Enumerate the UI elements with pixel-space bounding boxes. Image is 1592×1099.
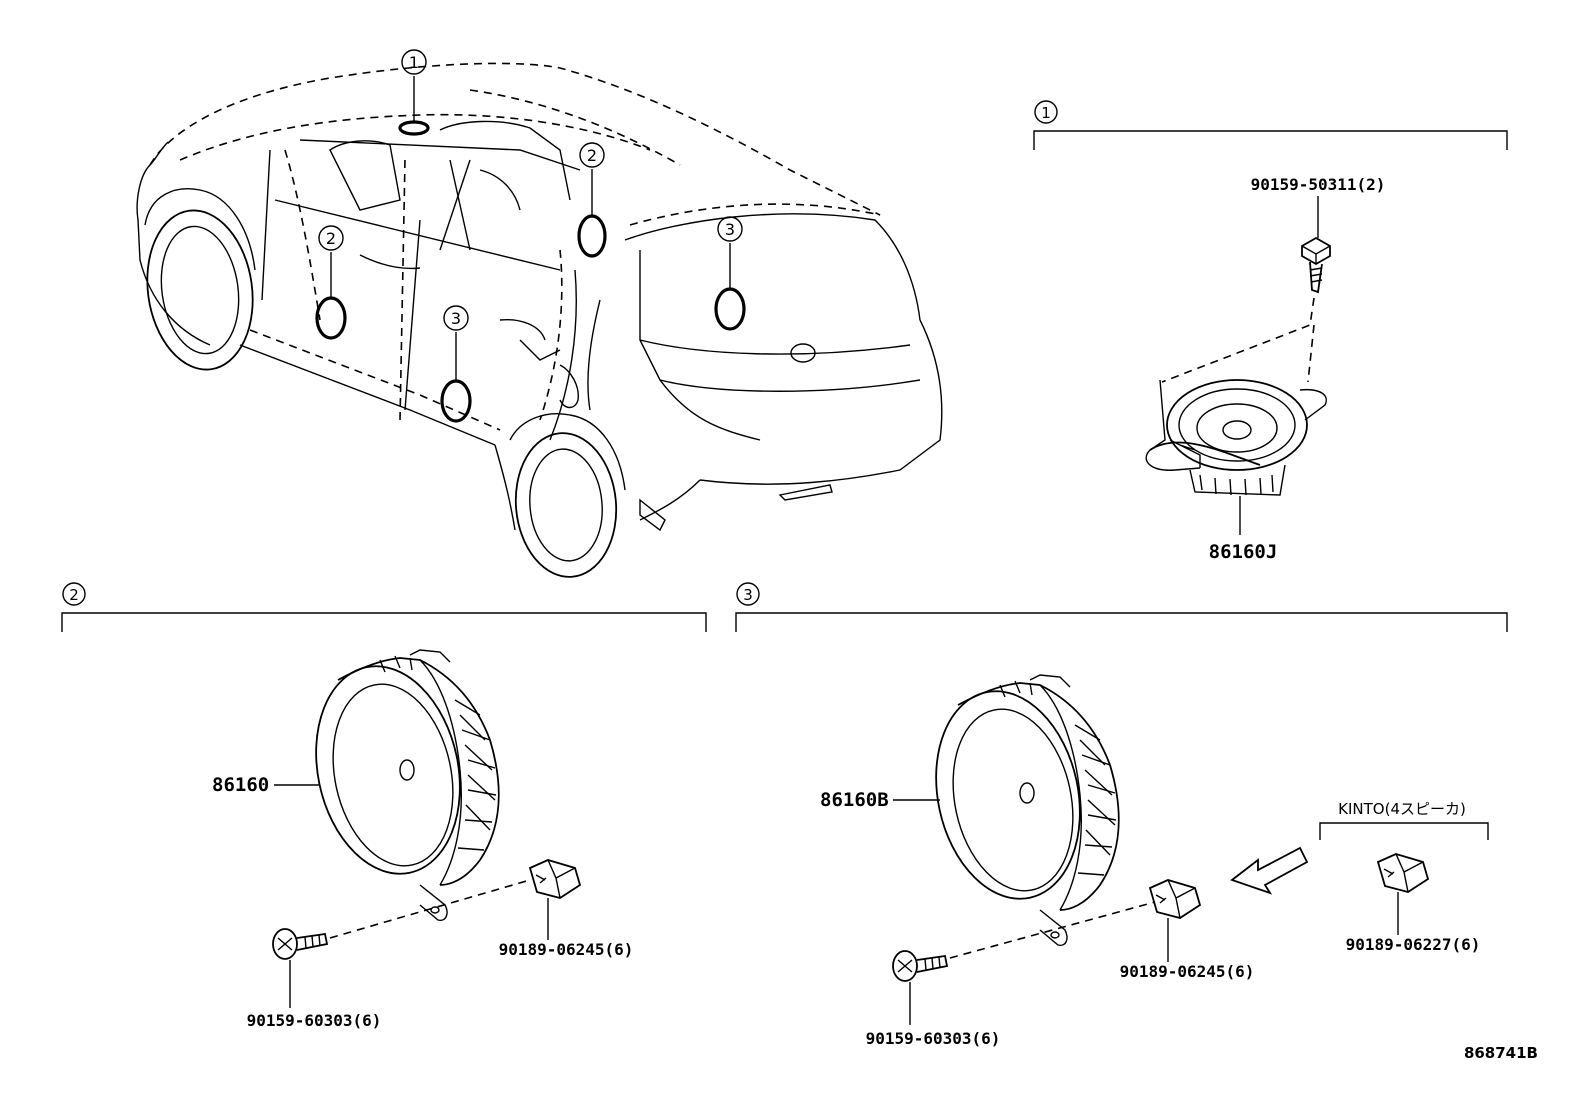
kinto-label: KINTO(4スピーカ): [1338, 800, 1466, 818]
rear-left-speaker-location-ring: [440, 379, 472, 423]
diagram-code: 868741B: [1464, 1044, 1538, 1062]
kinto-bracket: [1319, 822, 1489, 840]
part-label-front-speaker: 86160: [212, 774, 269, 796]
part-label-front-clip: 90189-06245(6): [499, 940, 634, 959]
car-illustration: [136, 62, 943, 578]
part-label-front-screw: 90159-60303(6): [247, 1011, 382, 1030]
callout-marker-1: 1: [409, 53, 419, 72]
front-right-speaker-location-ring: [577, 214, 607, 258]
tweeter-screw-icon: [1301, 236, 1331, 294]
section-1-bracket: [1033, 130, 1508, 150]
tweeter-location-ring: [398, 120, 430, 136]
part-label-rear-clip: 90189-06245(6): [1120, 962, 1255, 981]
rear-screw-icon: [892, 950, 949, 982]
section-3-marker: 3: [743, 586, 753, 604]
part-label-kinto-clip: 90189-06227(6): [1346, 935, 1481, 954]
front-screw-icon: [272, 928, 329, 960]
section-2-bracket: [61, 612, 707, 632]
callout-marker-2a: 2: [587, 146, 597, 165]
callout-marker-3a: 3: [725, 220, 735, 239]
section-1: 1 90159-50311(2) 86160J: [1033, 100, 1508, 563]
part-label-rear-speaker: 86160B: [820, 789, 889, 811]
section-3: 3 86160B 90159-60303(6): [735, 582, 1508, 1048]
part-label-tweeter: 86160J: [1209, 541, 1278, 563]
rear-clip-icon: [1148, 879, 1202, 919]
section-1-marker: 1: [1041, 104, 1051, 122]
part-label-tweeter-screw: 90159-50311(2): [1251, 175, 1386, 194]
front-speaker-86160-icon: [315, 649, 500, 922]
section-2: 2 86160 90159-60303(6): [61, 582, 707, 1030]
rear-right-speaker-location-ring: [714, 287, 746, 331]
section-2-marker: 2: [69, 586, 79, 604]
front-left-speaker-location-ring: [315, 296, 347, 340]
rear-speaker-86160B-icon: [935, 674, 1120, 947]
callout-marker-2b: 2: [326, 229, 336, 248]
replacement-arrow-icon: [1230, 846, 1309, 895]
car-callouts: 1 2 2 3 3: [318, 49, 743, 381]
kinto-clip-icon: [1376, 853, 1430, 893]
tweeter-86160J-icon: [1145, 379, 1327, 496]
section-3-bracket: [735, 612, 1508, 632]
speaker-locations: [315, 120, 746, 423]
callout-marker-3b: 3: [451, 309, 461, 328]
front-clip-icon: [528, 859, 582, 899]
part-label-rear-screw: 90159-60303(6): [866, 1029, 1001, 1048]
